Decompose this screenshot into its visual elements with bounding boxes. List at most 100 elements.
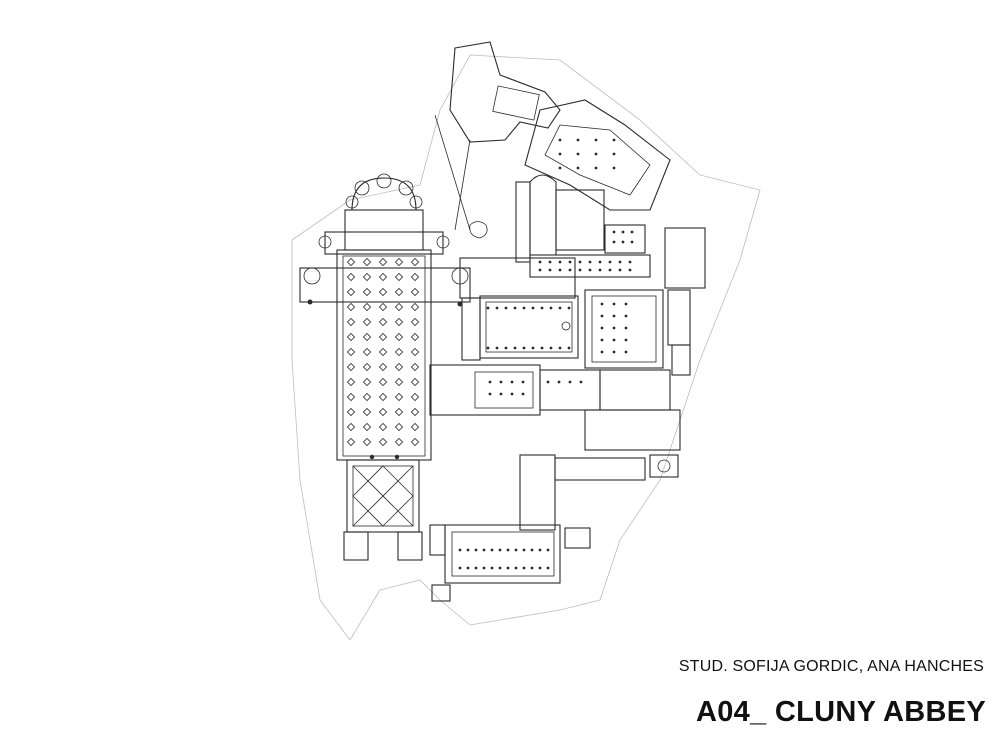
- column-dot: [598, 268, 602, 272]
- nave-pier: [378, 377, 388, 387]
- column-dot: [618, 268, 622, 272]
- column-dot: [624, 326, 628, 330]
- column-dot: [499, 380, 503, 384]
- column-dot: [600, 350, 604, 354]
- nave-pier: [378, 407, 388, 417]
- column-dot: [490, 566, 494, 570]
- nave-pier: [362, 422, 372, 432]
- column-dot: [567, 346, 571, 350]
- column-dot: [499, 392, 503, 396]
- column-dot: [576, 166, 580, 170]
- nave-pier: [378, 332, 388, 342]
- nave-pier: [410, 392, 420, 402]
- column-dot: [594, 166, 598, 170]
- column-dot: [612, 338, 616, 342]
- column-dot: [522, 566, 526, 570]
- column-dot: [567, 306, 571, 310]
- nave-pier: [362, 407, 372, 417]
- column-dot: [540, 346, 544, 350]
- column-dot: [578, 268, 582, 272]
- nave-pier: [394, 437, 404, 447]
- column-dot: [588, 268, 592, 272]
- column-dot: [506, 548, 510, 552]
- nave-pier: [378, 302, 388, 312]
- nave-pier: [346, 302, 356, 312]
- column-dot: [548, 268, 552, 272]
- southwest-buildings: [429, 454, 591, 602]
- column-dot: [557, 380, 561, 384]
- nave-pier: [394, 302, 404, 312]
- column-dot: [612, 240, 616, 244]
- column-dot: [600, 314, 604, 318]
- column-dot: [612, 326, 616, 330]
- nave-pier: [394, 392, 404, 402]
- nave-pier: [394, 332, 404, 342]
- nave-pier: [410, 437, 420, 447]
- column-dot: [549, 346, 553, 350]
- nave-pier: [346, 272, 356, 282]
- nave-pier: [346, 422, 356, 432]
- northeast-buildings: [434, 41, 671, 263]
- nave-pier: [410, 362, 420, 372]
- nave-pier: [394, 287, 404, 297]
- column-dot: [621, 240, 625, 244]
- column-dot: [514, 548, 518, 552]
- column-dot: [514, 566, 518, 570]
- nave-pier: [410, 347, 420, 357]
- column-dot: [522, 548, 526, 552]
- nave-pier: [410, 377, 420, 387]
- column-dot: [598, 260, 602, 264]
- column-dot: [474, 548, 478, 552]
- nave-pier: [394, 317, 404, 327]
- column-dot: [498, 566, 502, 570]
- nave-pier: [378, 272, 388, 282]
- nave-pier: [362, 362, 372, 372]
- nave-pier: [362, 302, 372, 312]
- column-dot: [474, 566, 478, 570]
- nave-piers: [346, 257, 420, 447]
- nave-pier: [394, 422, 404, 432]
- column-dot: [486, 346, 490, 350]
- column-dot: [558, 346, 562, 350]
- nave-pier: [378, 392, 388, 402]
- column-grid: [458, 138, 634, 570]
- column-dot: [504, 346, 508, 350]
- column-dot: [495, 306, 499, 310]
- nave-pier: [346, 332, 356, 342]
- nave-pier: [394, 407, 404, 417]
- column-dot: [482, 566, 486, 570]
- column-dot: [538, 268, 542, 272]
- column-dot: [624, 338, 628, 342]
- nave-pier: [410, 257, 420, 267]
- nave-pier: [346, 257, 356, 267]
- column-dot: [549, 306, 553, 310]
- column-dot: [576, 138, 580, 142]
- column-dot: [612, 152, 616, 156]
- nave-pier: [346, 437, 356, 447]
- nave-pier: [410, 332, 420, 342]
- column-dot: [531, 306, 535, 310]
- column-dot: [522, 306, 526, 310]
- nave-pier: [394, 362, 404, 372]
- column-dot: [488, 380, 492, 384]
- nave-pier: [362, 272, 372, 282]
- column-dot: [498, 548, 502, 552]
- column-dot: [630, 240, 634, 244]
- nave-pier: [346, 287, 356, 297]
- column-dot: [558, 306, 562, 310]
- nave-pier: [346, 407, 356, 417]
- column-dot: [538, 548, 542, 552]
- column-dot: [482, 548, 486, 552]
- column-dot: [568, 380, 572, 384]
- nave-pier: [410, 287, 420, 297]
- column-dot: [506, 566, 510, 570]
- column-dot: [558, 152, 562, 156]
- column-dot: [546, 566, 550, 570]
- east-buildings: [529, 227, 706, 376]
- column-dot: [548, 260, 552, 264]
- nave-pier: [362, 437, 372, 447]
- nave-pier: [378, 362, 388, 372]
- nave-pier: [378, 317, 388, 327]
- column-dot: [588, 260, 592, 264]
- column-dot: [521, 392, 525, 396]
